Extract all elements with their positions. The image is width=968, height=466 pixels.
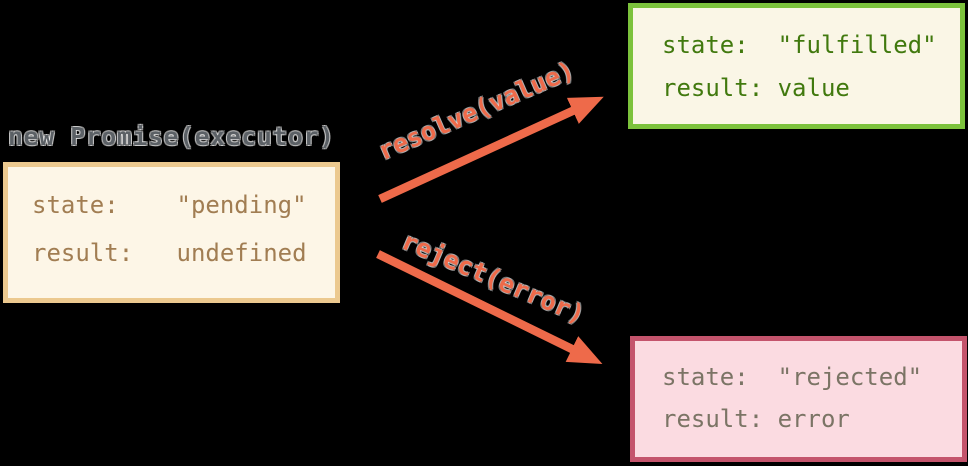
new-promise-label: new Promise(executor) xyxy=(8,122,335,151)
pending-result-line: result: undefined xyxy=(32,239,307,267)
pending-state-box: state: "pending" result: undefined xyxy=(3,162,340,303)
pending-state-line: state: "pending" xyxy=(32,191,307,219)
reject-arrow-label: reject(error) xyxy=(397,226,590,330)
rejected-result-line: result: error xyxy=(662,405,850,433)
fulfilled-state-line: state: "fulfilled" xyxy=(662,31,937,59)
rejected-state-box: state: "rejected" result: error xyxy=(630,336,967,462)
rejected-state-line: state: "rejected" xyxy=(662,363,923,391)
fulfilled-state-box: state: "fulfilled" result: value xyxy=(628,3,965,129)
fulfilled-result-line: result: value xyxy=(662,74,850,102)
resolve-arrow-label: resolve(value) xyxy=(373,55,579,166)
